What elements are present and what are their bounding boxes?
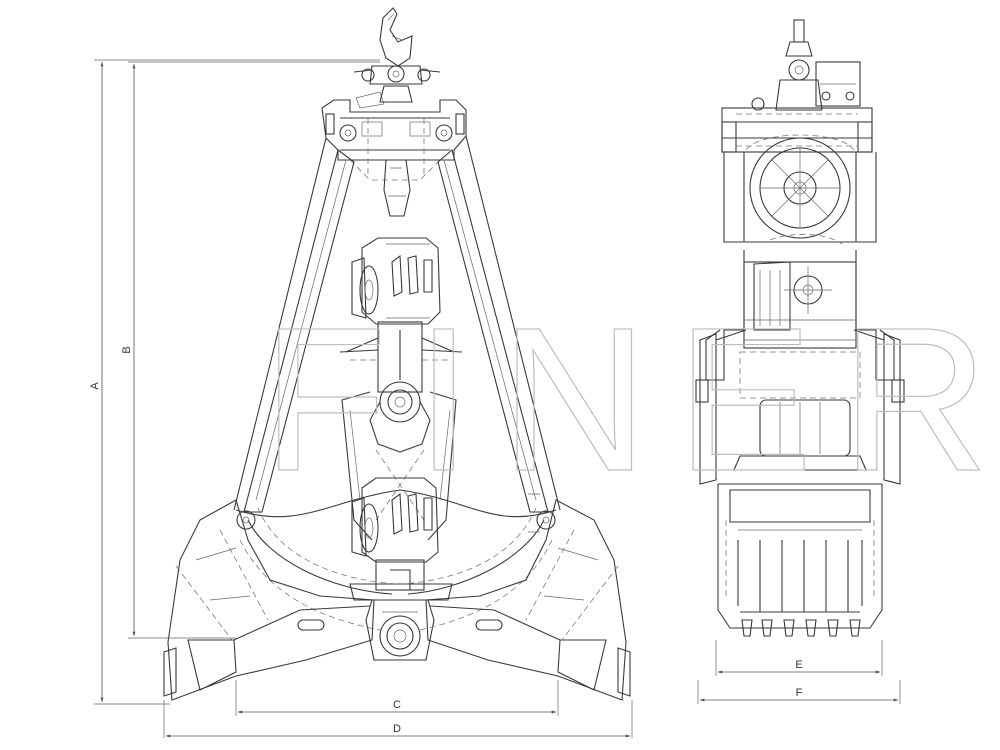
side-arms bbox=[695, 329, 905, 485]
side-frame bbox=[705, 152, 895, 381]
side-view bbox=[695, 19, 905, 637]
front-view bbox=[163, 7, 631, 701]
side-head-frame bbox=[721, 107, 873, 153]
dim-label-f: F bbox=[796, 687, 803, 699]
dimension-labels: A B C D E F bbox=[89, 346, 803, 735]
right-bucket-shell bbox=[425, 499, 631, 701]
side-bucket bbox=[717, 483, 883, 629]
side-top-lug bbox=[751, 19, 861, 111]
dim-label-e: E bbox=[795, 659, 802, 671]
side-middle-reel bbox=[753, 234, 843, 331]
lower-reel-motor bbox=[349, 477, 453, 601]
upper-reel-motor bbox=[351, 237, 441, 325]
top-hook bbox=[353, 7, 441, 109]
dim-label-a: A bbox=[89, 382, 101, 390]
lower-hinge bbox=[365, 599, 435, 661]
right-strut bbox=[437, 149, 549, 513]
head-frame bbox=[321, 99, 467, 217]
dimension-lines bbox=[94, 59, 901, 738]
side-upper-reel bbox=[745, 134, 855, 239]
side-teeth bbox=[741, 619, 861, 637]
jaw-arms bbox=[235, 489, 557, 631]
watermark-text: FINER bbox=[262, 285, 1000, 514]
left-bucket-shell bbox=[163, 499, 375, 701]
central-column bbox=[339, 321, 463, 453]
dim-label-b: B bbox=[121, 346, 133, 353]
dim-label-c: C bbox=[393, 699, 401, 711]
dim-label-d: D bbox=[393, 723, 401, 735]
left-strut bbox=[243, 149, 355, 513]
